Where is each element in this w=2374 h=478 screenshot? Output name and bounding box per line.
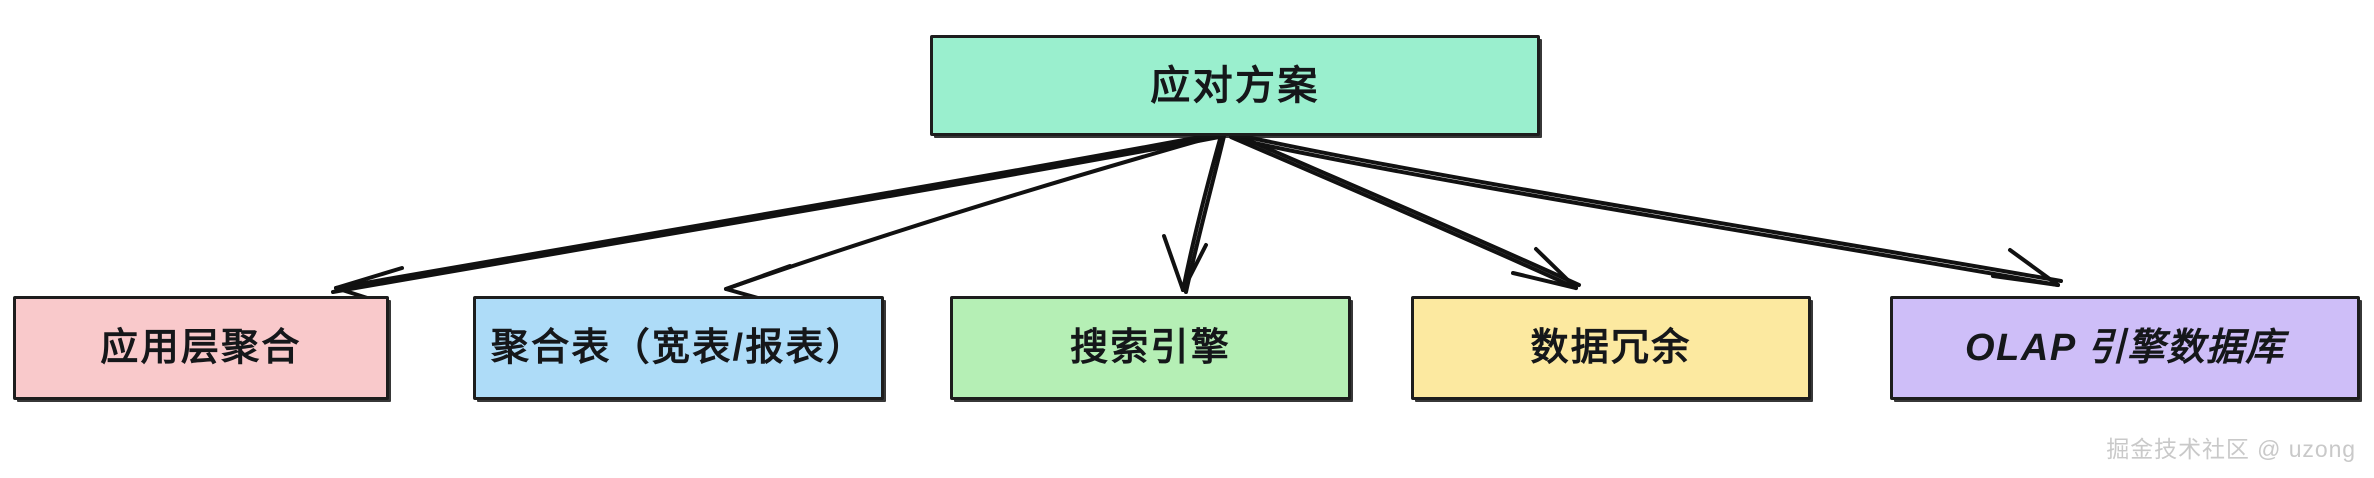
node-search-engine-label: 搜索引擎 <box>1069 327 1232 369</box>
arrow-to-aggregate-table <box>724 133 1221 304</box>
arrow-to-search-engine <box>1162 130 1227 294</box>
node-data-redundancy-label: 数据冗余 <box>1530 327 1692 369</box>
node-app-aggregation[interactable]: 应用层聚合 <box>13 296 389 400</box>
node-aggregate-table-label: 聚合表（宽表/报表） <box>490 327 867 369</box>
node-olap-database-label: OLAP 引擎数据库 <box>1965 327 2285 369</box>
arrow-to-app-aggregation <box>331 131 1223 305</box>
node-app-aggregation-label: 应用层聚合 <box>100 327 302 369</box>
node-aggregate-table[interactable]: 聚合表（宽表/报表） <box>473 296 884 400</box>
node-olap-database[interactable]: OLAP 引擎数据库 <box>1890 296 2360 400</box>
node-data-redundancy[interactable]: 数据冗余 <box>1411 296 1811 400</box>
arrow-to-olap-database <box>1234 133 2063 287</box>
node-root[interactable]: 应对方案 <box>930 35 1540 136</box>
node-search-engine[interactable]: 搜索引擎 <box>950 296 1351 400</box>
node-root-label: 应对方案 <box>1150 63 1320 108</box>
arrow-to-data-redundancy <box>1229 132 1581 290</box>
watermark: 掘金技术社区 @ uzong <box>2106 436 2356 462</box>
